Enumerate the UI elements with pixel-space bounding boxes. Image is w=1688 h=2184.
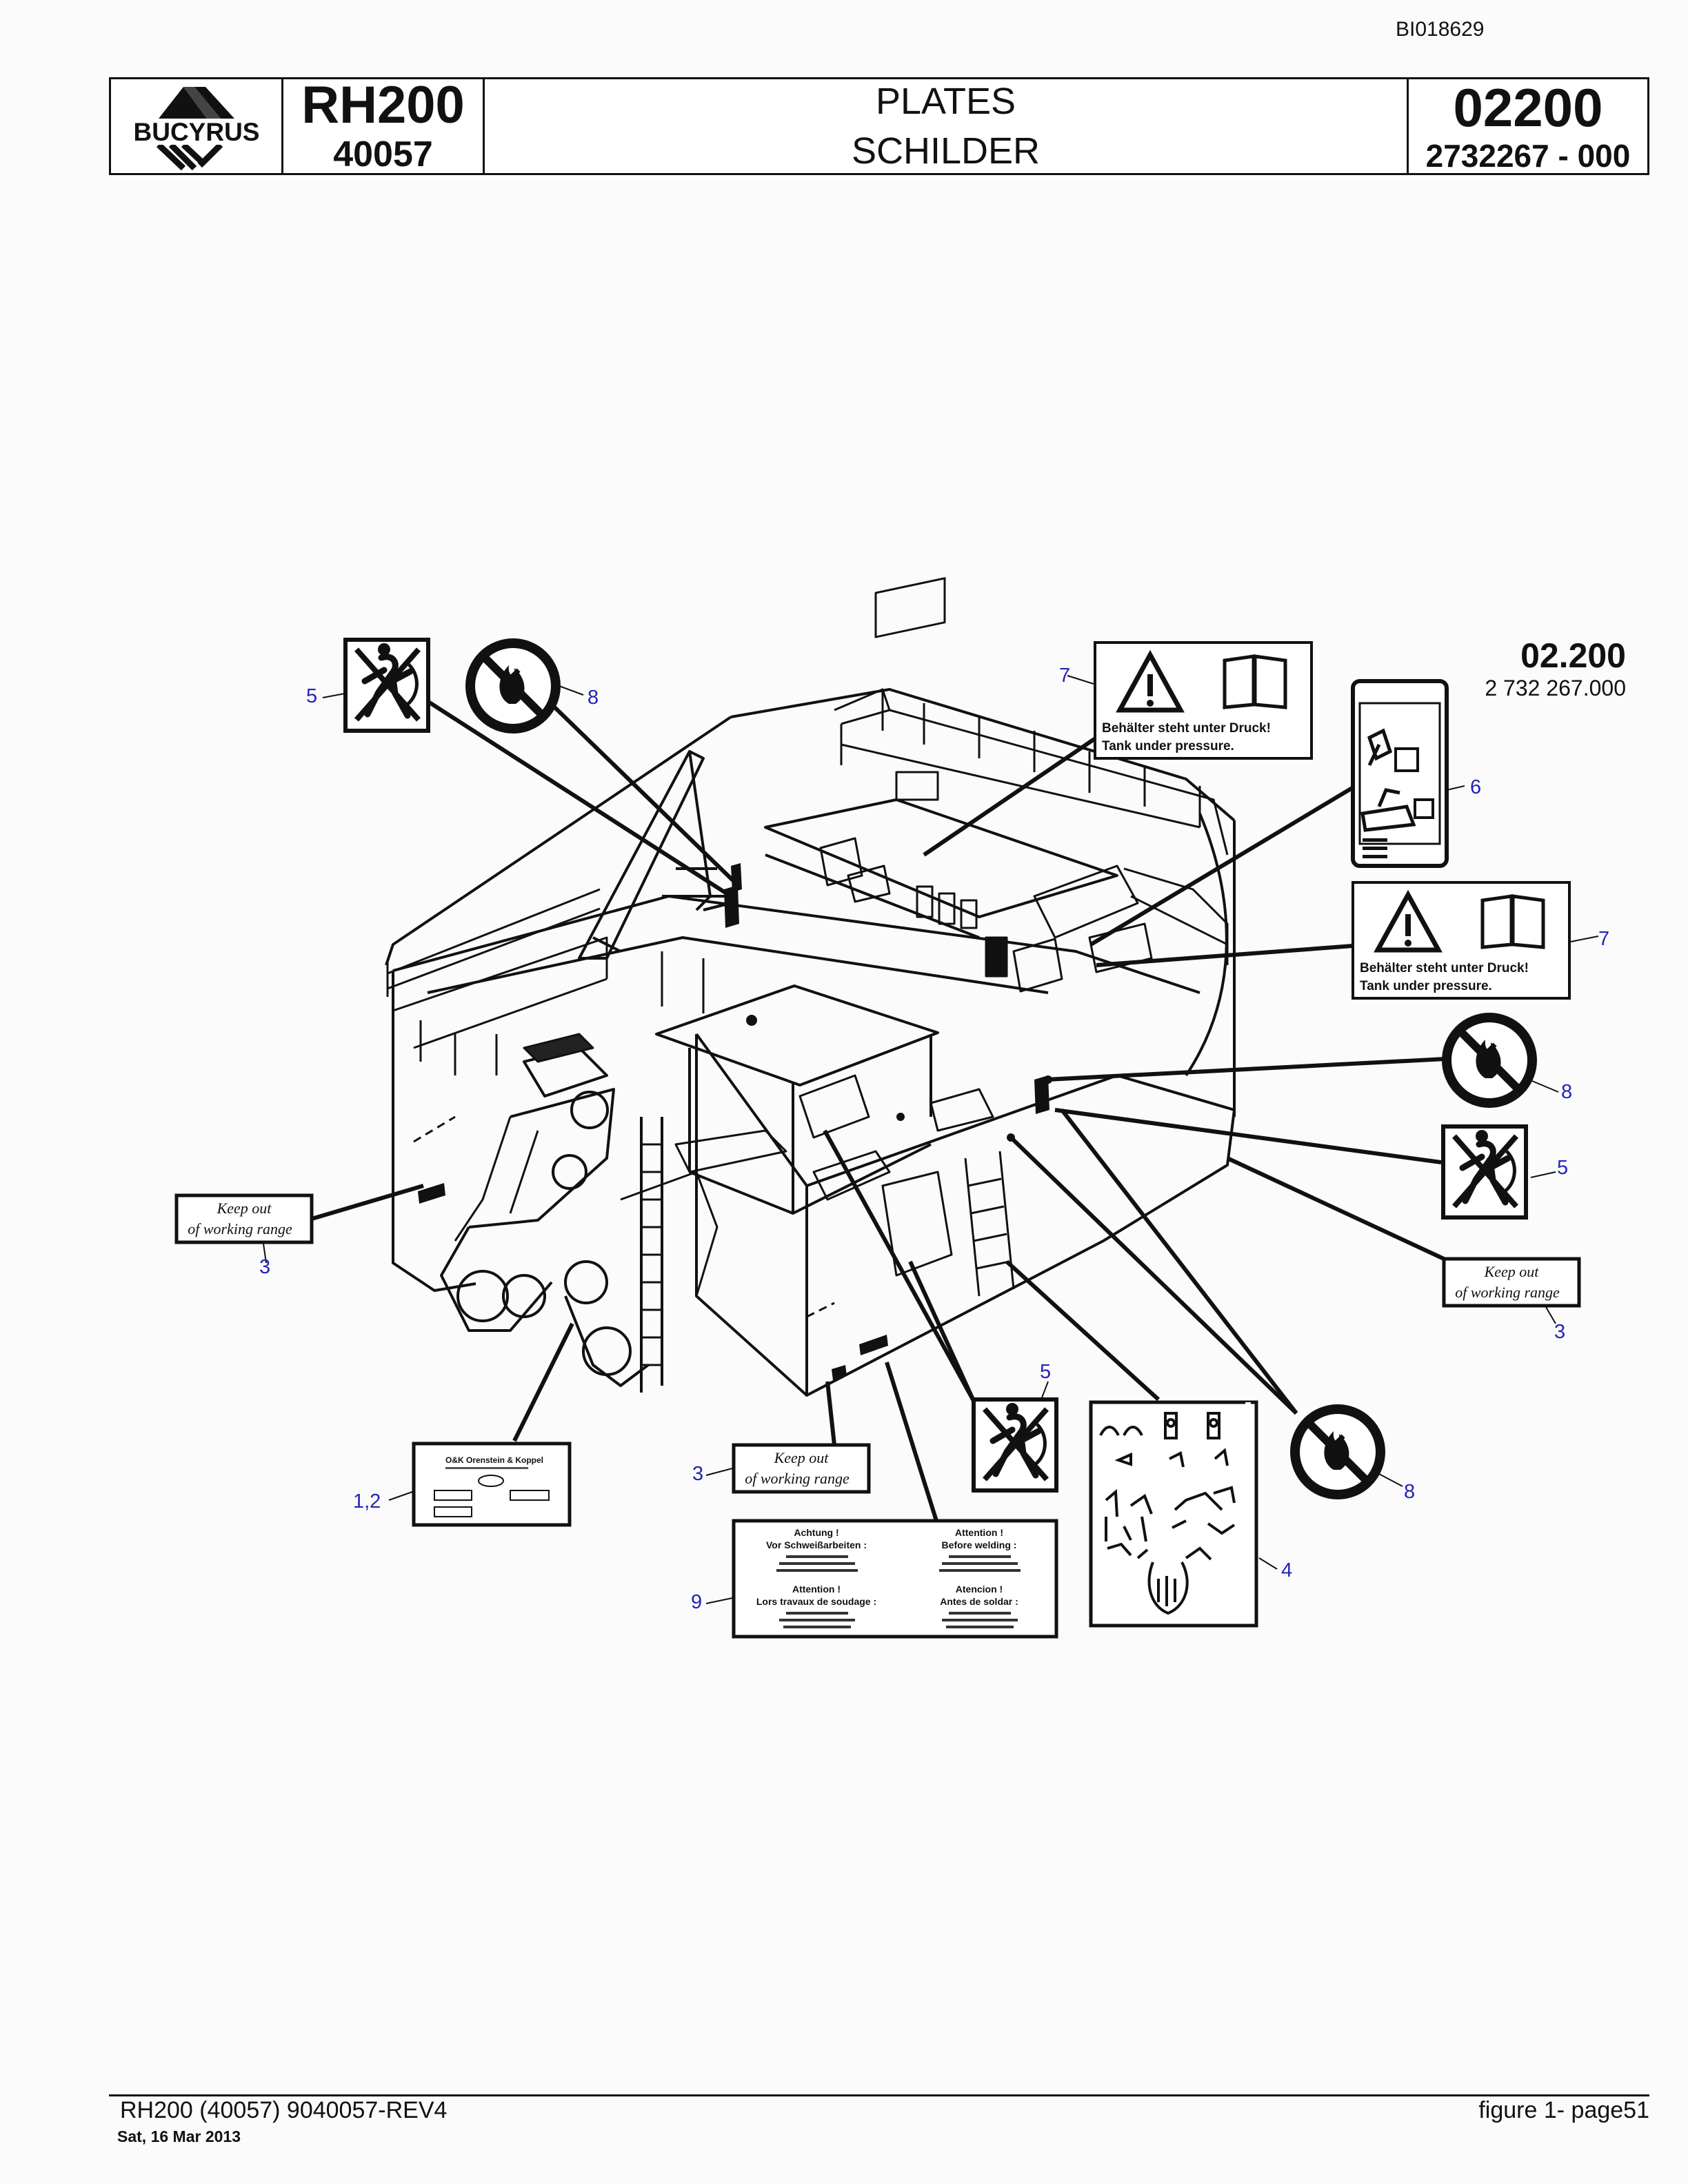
sign-pressure-right: Behälter steht unter Druck! Tank under p… xyxy=(1353,882,1569,998)
svg-text:of working range: of working range xyxy=(1455,1284,1560,1301)
excavator-superstructure xyxy=(385,577,1236,1397)
svg-text:Tank under pressure.: Tank under pressure. xyxy=(1102,739,1234,754)
svg-text:Behälter steht unter Druck!: Behälter steht unter Druck! xyxy=(1360,961,1529,975)
callout-7-top: 7 xyxy=(1059,665,1071,687)
number-cell: 02200 2732267 - 000 xyxy=(1409,77,1647,174)
callout-9: 9 xyxy=(691,1591,703,1613)
footer-page-ref: figure 1- page51 xyxy=(1478,2097,1649,2123)
sign-keep-out-right: Keep out of working range xyxy=(1444,1259,1579,1306)
sign-type-plate: O&K Orenstein & Koppel xyxy=(412,1442,572,1527)
sign-pictogram-sheet xyxy=(1089,1400,1258,1628)
sign-no-fire-right xyxy=(1447,1018,1532,1103)
model-name: RH200 xyxy=(301,76,465,134)
callout-3-bottom: 3 xyxy=(692,1463,704,1485)
document-id: BI018629 xyxy=(1396,18,1485,41)
sign-no-person-right xyxy=(1443,1126,1526,1217)
callout-6: 6 xyxy=(1470,776,1482,798)
callout-3-right: 3 xyxy=(1554,1321,1566,1343)
svg-text:Keep out: Keep out xyxy=(217,1200,272,1217)
callout-ticks xyxy=(263,675,1599,1604)
svg-text:of working range: of working range xyxy=(745,1470,850,1487)
callout-5-top: 5 xyxy=(306,685,318,707)
sign-no-fire-top xyxy=(470,643,556,729)
svg-text:Behälter steht unter Druck!: Behälter steht unter Druck! xyxy=(1102,721,1271,736)
model-cell: RH200 40057 xyxy=(283,76,485,174)
callout-5-bottom: 5 xyxy=(1040,1361,1052,1383)
title-german: SCHILDER xyxy=(851,130,1041,172)
svg-text:Antes de soldar :: Antes de soldar : xyxy=(940,1596,1018,1607)
svg-text:Tank under pressure.: Tank under pressure. xyxy=(1360,979,1492,993)
logo-cell: BUCYRUS xyxy=(111,79,283,173)
title-block: BUCYRUS RH200 40057 PLATES SCHILDER 0220… xyxy=(109,77,1649,175)
svg-text:Keep out: Keep out xyxy=(774,1449,830,1466)
footer-rule xyxy=(109,2094,1649,2096)
svg-text:of working range: of working range xyxy=(188,1220,292,1237)
callout-8-top: 8 xyxy=(587,687,599,709)
title-english: PLATES xyxy=(875,81,1016,122)
svg-text:Atencion !: Atencion ! xyxy=(956,1584,1003,1595)
sign-keep-out-bottom: Keep out of working range xyxy=(734,1445,869,1492)
bucyrus-logo: BUCYRUS xyxy=(126,87,266,171)
footer-document-ref: RH200 (40057) 9040057-REV4 xyxy=(120,2097,448,2123)
sign-no-person-bottom xyxy=(974,1399,1056,1490)
svg-text:Attention !: Attention ! xyxy=(955,1527,1003,1538)
callout-5-right: 5 xyxy=(1557,1157,1569,1179)
title-cell: PLATES SCHILDER xyxy=(485,79,1409,173)
callout-7-right: 7 xyxy=(1598,928,1610,950)
svg-text:Attention !: Attention ! xyxy=(792,1584,841,1595)
svg-text:Before welding :: Before welding : xyxy=(942,1539,1017,1550)
callout-8-right: 8 xyxy=(1561,1081,1573,1103)
sign-keep-out-left: Keep out of working range xyxy=(177,1195,312,1242)
figure-code: 02.200 xyxy=(1520,636,1626,675)
group-number: 02200 xyxy=(1453,77,1603,138)
svg-text:BUCYRUS: BUCYRUS xyxy=(133,118,259,146)
svg-text:Keep out: Keep out xyxy=(1484,1263,1540,1280)
sign-no-fire-bottom xyxy=(1295,1409,1380,1495)
callout-8-bottom: 8 xyxy=(1404,1481,1416,1503)
callout-1-2: 1,2 xyxy=(353,1490,381,1513)
serial-number: 40057 xyxy=(333,134,433,174)
callout-4: 4 xyxy=(1281,1559,1293,1581)
svg-text:Achtung !: Achtung ! xyxy=(794,1527,838,1538)
footer-date: Sat, 16 Mar 2013 xyxy=(117,2127,241,2145)
sign-instruction-panel xyxy=(1351,679,1449,868)
leader-lines xyxy=(311,696,1446,1521)
part-number: 2732267 - 000 xyxy=(1425,138,1631,174)
callout-3-left: 3 xyxy=(259,1256,271,1278)
sign-no-person-top xyxy=(345,640,428,731)
svg-text:Lors travaux de soudage :: Lors travaux de soudage : xyxy=(756,1596,876,1607)
svg-text:Vor Schweißarbeiten :: Vor Schweißarbeiten : xyxy=(766,1539,867,1550)
sign-pressure-top: Behälter steht unter Druck! Tank under p… xyxy=(1095,643,1312,758)
figure-code-sub: 2 732 267.000 xyxy=(1485,676,1626,700)
svg-text:O&K Orenstein & Koppel: O&K Orenstein & Koppel xyxy=(445,1455,543,1465)
sign-welding: Achtung ! Vor Schweißarbeiten : Attentio… xyxy=(732,1519,1058,1639)
